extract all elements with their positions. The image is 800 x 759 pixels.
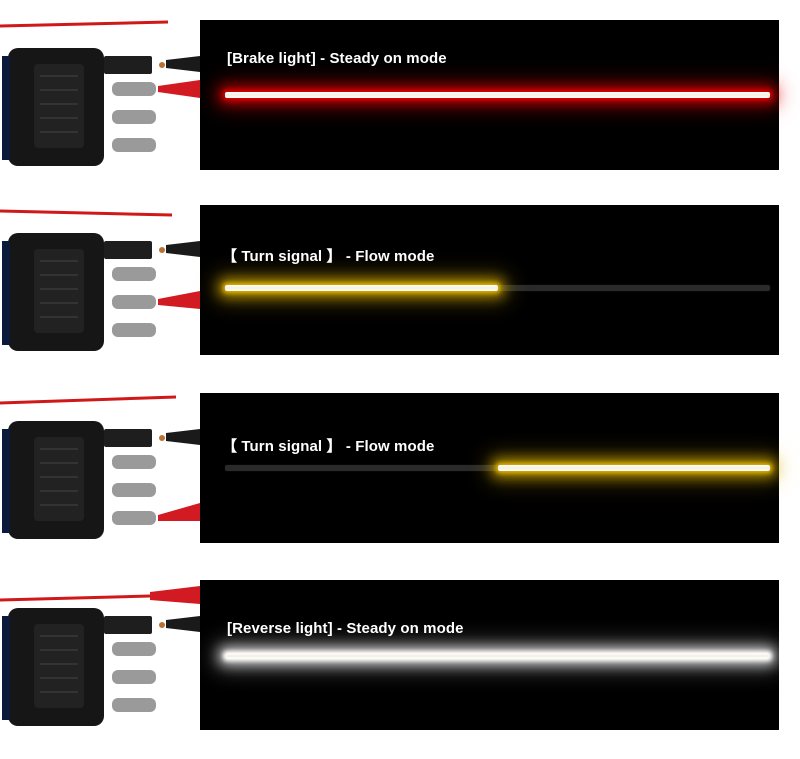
mode-label: [Reverse light] - Steady on mode	[227, 620, 464, 637]
trailer-connector-icon	[0, 209, 200, 351]
led-strip-panel: 【 Turn signal 】 - Flow mode	[200, 393, 779, 543]
led-strip-panel: [Brake light] - Steady on mode	[200, 20, 779, 170]
led-strip	[225, 285, 770, 291]
mode-label: 【 Turn signal 】 - Flow mode	[222, 438, 435, 455]
led-lit-segment	[225, 653, 770, 659]
led-strip	[225, 465, 770, 471]
mode-row-brake: [Brake light] - Steady on mode	[0, 20, 800, 170]
mode-label: 【 Turn signal 】 - Flow mode	[222, 248, 435, 265]
led-strip	[225, 653, 770, 659]
led-strip	[225, 92, 770, 98]
trailer-connector-icon	[0, 20, 200, 166]
led-lit-segment	[225, 92, 770, 98]
led-lit-segment	[225, 285, 498, 291]
trailer-connector-icon	[0, 586, 200, 726]
led-strip-panel: 【 Turn signal 】 - Flow mode	[200, 205, 779, 355]
led-lit-segment	[497, 465, 770, 471]
trailer-connector-icon	[0, 395, 200, 539]
led-strip-panel: [Reverse light] - Steady on mode	[200, 580, 779, 730]
mode-label: [Brake light] - Steady on mode	[227, 50, 447, 67]
mode-row-turn-signal-1: 【 Turn signal 】 - Flow mode	[0, 205, 800, 355]
mode-row-turn-signal-2: 【 Turn signal 】 - Flow mode	[0, 393, 800, 543]
mode-row-reverse: [Reverse light] - Steady on mode	[0, 580, 800, 730]
